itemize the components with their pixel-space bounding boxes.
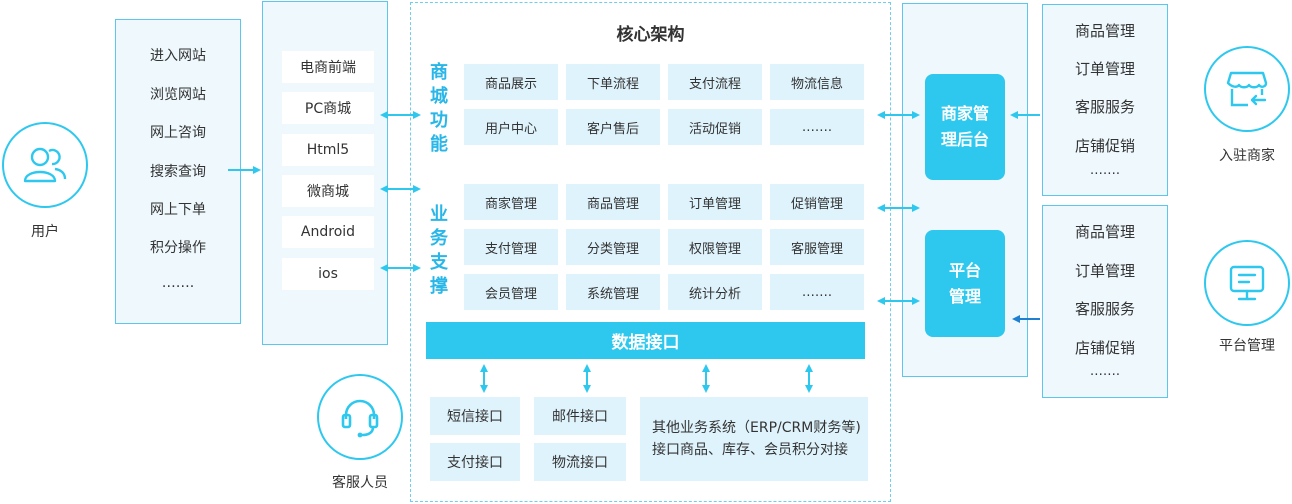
- merchant-list-item: 商品管理: [1074, 22, 1135, 40]
- platform-mgmt-label: 平台管理: [948, 260, 981, 306]
- business-support-item: 分类管理: [566, 229, 660, 265]
- business-support-item: 权限管理: [668, 229, 762, 265]
- mall-function-item: 物流信息: [770, 64, 864, 100]
- business-support-label: 业务支撑: [430, 204, 448, 297]
- frontend-item: 微商城: [282, 175, 374, 207]
- user-action: 积分操作: [150, 240, 206, 256]
- frontend-item: Android: [282, 216, 374, 248]
- customer-service-circle: [317, 374, 403, 460]
- platform-list-item: 店铺促销: [1074, 339, 1135, 357]
- user-action: 进入网站: [150, 48, 206, 64]
- merchant-list-item: 客服服务: [1074, 98, 1135, 116]
- interface-item: 支付接口: [430, 443, 520, 481]
- core-architecture-frame: [410, 2, 891, 502]
- merchant-list-panel: [1042, 4, 1168, 196]
- interface-item: 短信接口: [430, 397, 520, 435]
- platform-mgmt-box: 平台管理: [925, 230, 1005, 337]
- platform-circle: [1204, 240, 1290, 326]
- business-support-item: 统计分析: [668, 274, 762, 310]
- mall-function-item: 支付流程: [668, 64, 762, 100]
- business-support-item: 会员管理: [464, 274, 558, 310]
- other-systems-line: 其他业务系统（ERP/CRM财务等): [652, 420, 861, 436]
- business-support-item: 商家管理: [464, 184, 558, 220]
- customer-service-label: 客服人员: [332, 475, 388, 491]
- user-circle: [2, 122, 88, 208]
- monitor-icon: [1229, 265, 1265, 301]
- business-support-item: 订单管理: [668, 184, 762, 220]
- platform-list-item: 客服服务: [1074, 300, 1135, 318]
- user-action: 搜索查询: [150, 164, 206, 180]
- user-action: …….: [161, 275, 195, 291]
- interface-item: 邮件接口: [534, 397, 626, 435]
- frontend-item: PC商城: [282, 92, 374, 124]
- merchant-backend-box: 商家管理后台: [925, 74, 1005, 180]
- core-title: 核心架构: [616, 25, 685, 45]
- user-label: 用户: [31, 224, 59, 240]
- frontend-item: ios: [282, 258, 374, 290]
- platform-list-item: 商品管理: [1074, 223, 1135, 241]
- headset-icon: [341, 399, 379, 438]
- other-systems-line: 接口商品、库存、会员积分对接: [652, 442, 848, 458]
- mall-function-item: 客户售后: [566, 109, 660, 145]
- frontend-item: 电商前端: [282, 51, 374, 83]
- business-support-item: 系统管理: [566, 274, 660, 310]
- merchant-backend-label: 商家管理后台: [940, 104, 989, 149]
- interface-item: 物流接口: [534, 443, 626, 481]
- mall-function-item: 活动促销: [668, 109, 762, 145]
- user-action: 网上咨询: [150, 125, 206, 141]
- merchant-list-item: 店铺促销: [1074, 137, 1135, 155]
- platform-label: 平台管理: [1219, 338, 1275, 354]
- mall-function-item: 商品展示: [464, 64, 558, 100]
- data-interface-bar: 数据接口: [426, 322, 865, 359]
- business-support-item: 支付管理: [464, 229, 558, 265]
- business-support-item: 商品管理: [566, 184, 660, 220]
- platform-list-panel: [1042, 205, 1168, 398]
- other-systems-box: 其他业务系统（ERP/CRM财务等) 接口商品、库存、会员积分对接: [640, 397, 868, 481]
- frontend-item: Html5: [282, 134, 374, 166]
- business-support-item: 客服管理: [770, 229, 864, 265]
- business-support-item: …….: [770, 274, 864, 310]
- business-support-item: 促销管理: [770, 184, 864, 220]
- mall-function-item: …….: [770, 109, 864, 145]
- user-action: 浏览网站: [150, 87, 206, 103]
- merchant-list-item: …….: [1089, 163, 1121, 178]
- merchant-circle: [1204, 46, 1290, 132]
- platform-list-item: …….: [1089, 364, 1121, 379]
- store-icon: [1226, 71, 1268, 107]
- merchant-list-item: 订单管理: [1074, 60, 1135, 78]
- user-actions-panel: [115, 19, 241, 324]
- platform-list-item: 订单管理: [1074, 262, 1135, 280]
- mall-function-item: 下单流程: [566, 64, 660, 100]
- users-icon: [23, 147, 67, 183]
- mall-function-item: 用户中心: [464, 109, 558, 145]
- user-action: 网上下单: [150, 202, 206, 218]
- mall-functions-label: 商城功能: [430, 62, 448, 155]
- merchant-label: 入驻商家: [1219, 148, 1275, 164]
